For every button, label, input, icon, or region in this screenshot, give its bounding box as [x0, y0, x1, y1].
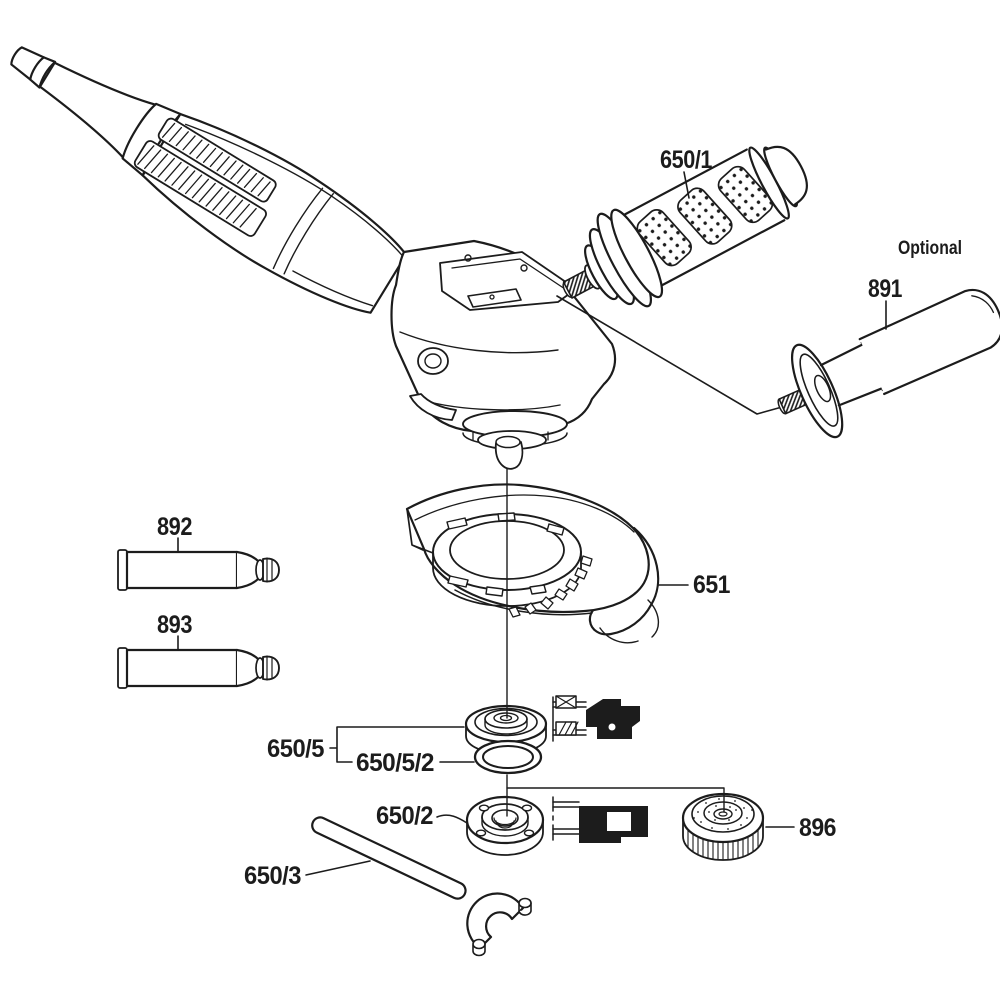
tube-892-illustration [117, 549, 280, 591]
handle-mount-leader-line [556, 295, 783, 415]
o-ring-650-5-2-illustration [473, 739, 543, 775]
label-892: 892 [157, 513, 192, 541]
label-650-2: 650/2 [376, 802, 433, 830]
clamping-nut-650-2-illustration [465, 795, 545, 856]
side-handle-650-1-illustration [562, 145, 808, 308]
pin-wrench-650-3-illustration [311, 816, 532, 957]
label-optional: Optional [898, 238, 962, 259]
optional-handle-891-illustration [777, 288, 1000, 439]
label-891: 891 [868, 275, 902, 303]
label-650-5: 650/5 [267, 735, 325, 763]
label-893: 893 [157, 611, 192, 639]
label-651: 651 [693, 571, 731, 599]
quick-clamping-nut-896-illustration [681, 792, 765, 861]
label-650-1: 650/1 [660, 146, 713, 174]
mounting-flange-650-5-illustration [464, 704, 548, 755]
label-650-3: 650/3 [244, 862, 301, 890]
grinder-body-illustration [10, 46, 617, 470]
label-650-5-2: 650/5/2 [356, 749, 434, 777]
flange-section-icon [552, 695, 640, 742]
wheel-guard-651-illustration [405, 483, 660, 644]
assembly-axis-lines [506, 468, 725, 817]
nut-section-icon [552, 796, 648, 843]
label-leader-lines [177, 171, 887, 876]
tube-893-illustration [117, 647, 280, 689]
label-896: 896 [799, 814, 836, 842]
